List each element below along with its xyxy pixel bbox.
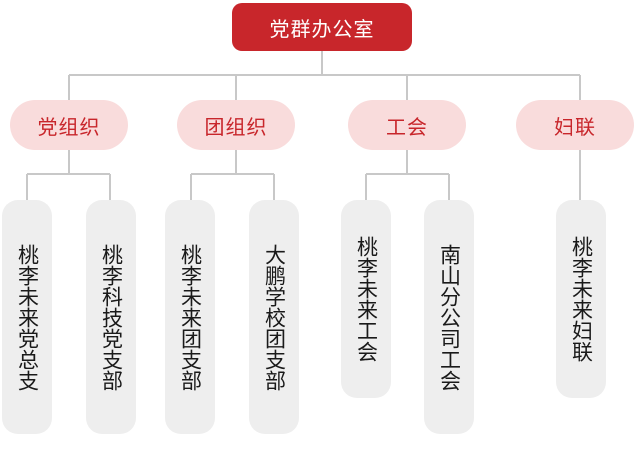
- root-node-party-office: 党群办公室: [232, 3, 412, 51]
- unit-node-youth-1: 桃李未来团支部: [165, 200, 215, 434]
- unit-node-union-1: 桃李未来工会: [341, 200, 391, 398]
- dept-node-party: 党组织: [10, 100, 128, 150]
- dept-node-union: 工会: [348, 100, 466, 150]
- unit-node-youth-2: 大鹏学校团支部: [249, 200, 299, 434]
- unit-node-party-1: 桃李未来党总支: [2, 200, 52, 434]
- unit-node-women-1: 桃李未来妇联: [556, 200, 606, 398]
- unit-node-party-2: 桃李科技党支部: [86, 200, 136, 434]
- dept-node-youth: 团组织: [177, 100, 295, 150]
- dept-node-women: 妇联: [516, 100, 634, 150]
- unit-node-union-2: 南山分公司工会: [424, 200, 474, 434]
